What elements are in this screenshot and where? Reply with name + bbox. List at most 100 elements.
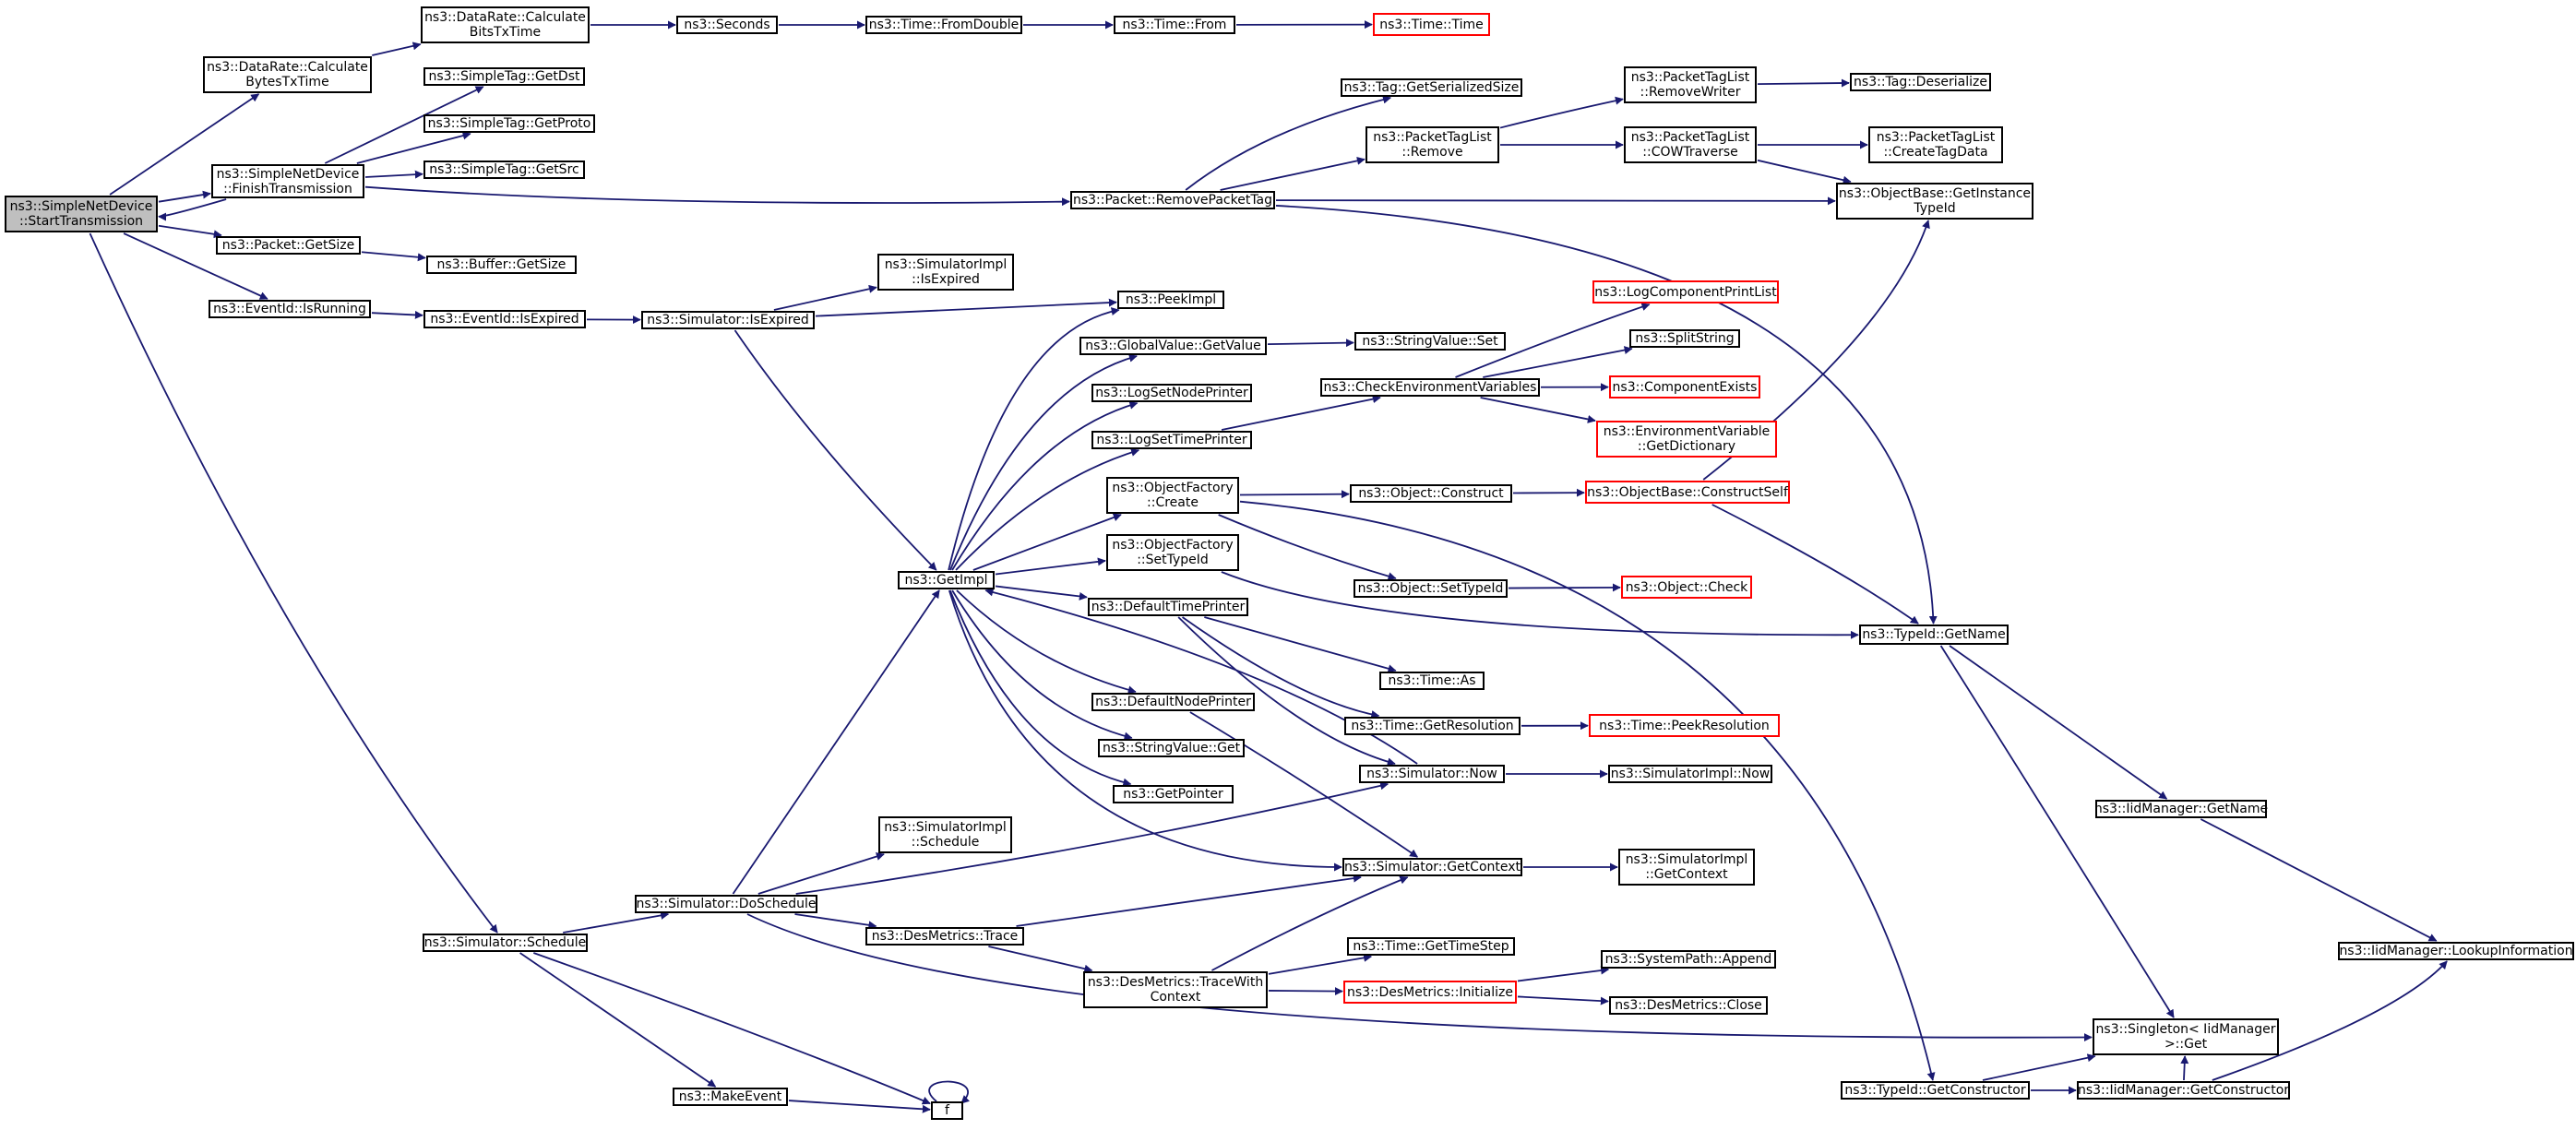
node-ptlremovewriter[interactable]: ns3::PacketTagList::RemoveWriter (1624, 66, 1757, 103)
node-desinit[interactable]: ns3::DesMetrics::Initialize (1343, 981, 1517, 1004)
edge-defnodeprinter-to-simgetcontext (1189, 711, 1419, 858)
node-implisexpired[interactable]: ns3::SimulatorImpl::IsExpired (877, 254, 1014, 291)
node-objconstruct[interactable]: ns3::Object::Construct (1350, 484, 1512, 503)
edge-doschedule-to-implschedule (757, 852, 885, 895)
node-isexpired[interactable]: ns3::EventId::IsExpired (423, 310, 586, 328)
edge-start-to-isrunning (123, 232, 268, 300)
node-ptlcreate[interactable]: ns3::PacketTagList::CreateTagData (1868, 126, 2003, 163)
node-label: BitsTxTime (469, 25, 542, 40)
node-label: ns3::Time::GetTimeStep (1353, 939, 1509, 954)
node-checkenv[interactable]: ns3::CheckEnvironmentVariables (1320, 378, 1540, 397)
node-bufgetsize[interactable]: ns3::Buffer::GetSize (426, 256, 577, 274)
node-implschedule[interactable]: ns3::SimulatorImpl::Schedule (878, 816, 1012, 853)
node-label: ns3::SystemPath::Append (1604, 952, 1772, 967)
node-iidlookup[interactable]: ns3::IidManager::LookupInformation (2338, 942, 2574, 960)
node-f[interactable]: f (931, 1101, 963, 1120)
node-ofsettypeid[interactable]: ns3::ObjectFactory::SetTypeId (1106, 534, 1239, 571)
node-defnodeprinter[interactable]: ns3::DefaultNodePrinter (1091, 693, 1255, 711)
node-label: ns3::Singleton< IidManager (2095, 1022, 2276, 1037)
node-logcomplist[interactable]: ns3::LogComponentPrintList (1592, 280, 1779, 303)
node-deftimeprinter[interactable]: ns3::DefaultTimePrinter (1088, 598, 1248, 616)
node-logsetnode[interactable]: ns3::LogSetNodePrinter (1091, 384, 1252, 402)
edge-simisexpired-to-getimpl (733, 329, 937, 571)
node-desclose[interactable]: ns3::DesMetrics::Close (1609, 996, 1768, 1015)
node-getproto[interactable]: ns3::SimpleTag::GetProto (423, 114, 595, 133)
node-label: ns3::Simulator::Schedule (423, 935, 587, 950)
node-simschedule[interactable]: ns3::Simulator::Schedule (423, 934, 588, 952)
node-implnow[interactable]: ns3::SimulatorImpl::Now (1608, 765, 1772, 783)
edge-getimpl-to-ofsettypeid (995, 557, 1106, 576)
node-destrace[interactable]: ns3::DesMetrics::Trace (865, 927, 1024, 946)
node-label: ns3::IidManager::LookupInformation (2339, 944, 2573, 958)
node-ptlremove[interactable]: ns3::PacketTagList::Remove (1366, 126, 1499, 163)
node-label: ns3::LogComponentPrintList (1594, 284, 1777, 300)
node-label: ns3::Tag::Deserialize (1854, 75, 1987, 89)
node-label: ns3::DefaultTimePrinter (1091, 600, 1246, 614)
node-compexists[interactable]: ns3::ComponentExists (1609, 375, 1760, 398)
node-label: ::GetDictionary (1637, 439, 1736, 454)
node-getpointer[interactable]: ns3::GetPointer (1113, 785, 1234, 803)
edge-destrace-to-simgetcontext (1016, 874, 1362, 927)
node-makeevent[interactable]: ns3::MakeEvent (673, 1088, 788, 1106)
node-ofcreate[interactable]: ns3::ObjectFactory::Create (1106, 477, 1239, 514)
node-strset[interactable]: ns3::StringValue::Set (1354, 332, 1506, 351)
node-timetime[interactable]: ns3::Time::Time (1373, 13, 1490, 36)
edge-deftimeprinter-to-timeas (1204, 616, 1397, 673)
node-typeidgetctor[interactable]: ns3::TypeId::GetConstructor (1841, 1081, 2030, 1100)
edge-checkenv-to-logcomplist (1455, 303, 1651, 378)
node-label: ::Remove (1401, 145, 1463, 160)
edge-getimpl-to-getpointer (948, 589, 1132, 787)
node-label: ns3::GetPointer (1123, 787, 1223, 802)
node-label: ns3::StringValue::Get (1102, 741, 1241, 755)
node-label: ns3::GlobalValue::GetValue (1085, 339, 1261, 353)
node-objsettypeid[interactable]: ns3::Object::SetTypeId (1354, 579, 1508, 598)
node-singletonget[interactable]: ns3::Singleton< IidManager>::Get (2093, 1018, 2279, 1055)
node-iidgetname[interactable]: ns3::IidManager::GetName (2094, 800, 2268, 818)
node-taggetser[interactable]: ns3::Tag::GetSerializedSize (1341, 78, 1522, 97)
node-start[interactable]: ns3::SimpleNetDevice::StartTransmission (5, 196, 158, 232)
node-label: ns3::Time::From (1122, 18, 1227, 32)
node-finish[interactable]: ns3::SimpleNetDevice::FinishTransmission (211, 164, 364, 198)
node-simgetcontext[interactable]: ns3::Simulator::GetContext (1342, 858, 1522, 876)
node-getdst[interactable]: ns3::SimpleTag::GetDst (423, 67, 585, 86)
node-tagdeser[interactable]: ns3::Tag::Deserialize (1850, 73, 1991, 91)
node-sysappend[interactable]: ns3::SystemPath::Append (1601, 950, 1776, 969)
node-doschedule[interactable]: ns3::Simulator::DoSchedule (635, 895, 817, 913)
node-label: ns3::PacketTagList (1630, 130, 1750, 145)
node-envdict[interactable]: ns3::EnvironmentVariable::GetDictionary (1596, 421, 1777, 458)
node-getimpl[interactable]: ns3::GetImpl (898, 571, 995, 589)
node-peekimpl[interactable]: ns3::PeekImpl (1117, 291, 1224, 309)
node-label: ns3::Tag::GetSerializedSize (1343, 80, 1520, 95)
node-label: ::GetContext (1645, 867, 1728, 882)
node-splitstring[interactable]: ns3::SplitString (1629, 329, 1740, 348)
node-pktgetsize[interactable]: ns3::Packet::GetSize (216, 236, 361, 255)
node-iidgetctor[interactable]: ns3::IidManager::GetConstructor (2077, 1081, 2290, 1100)
node-implgetcontext[interactable]: ns3::SimulatorImpl::GetContext (1618, 849, 1755, 886)
node-timefrom[interactable]: ns3::Time::From (1114, 16, 1235, 34)
node-gvgetvalue[interactable]: ns3::GlobalValue::GetValue (1079, 337, 1267, 355)
node-removepkttag[interactable]: ns3::Packet::RemovePacketTag (1070, 191, 1275, 209)
node-strget[interactable]: ns3::StringValue::Get (1098, 739, 1245, 757)
node-constructself[interactable]: ns3::ObjectBase::ConstructSelf (1585, 481, 1790, 504)
node-objcheck[interactable]: ns3::Object::Check (1621, 576, 1752, 599)
node-typeidgetname[interactable]: ns3::TypeId::GetName (1859, 624, 2009, 645)
node-ptlcow[interactable]: ns3::PacketTagList::COWTraverse (1624, 126, 1757, 163)
node-getresolution[interactable]: ns3::Time::GetResolution (1344, 717, 1521, 735)
node-gettimestep[interactable]: ns3::Time::GetTimeStep (1347, 937, 1515, 956)
node-simnow[interactable]: ns3::Simulator::Now (1359, 765, 1505, 783)
edge-getimpl-to-deftimeprinter (995, 585, 1088, 601)
node-isrunning[interactable]: ns3::EventId::IsRunning (209, 300, 371, 318)
node-peekresolution[interactable]: ns3::Time::PeekResolution (1589, 714, 1780, 737)
node-logsettime[interactable]: ns3::LogSetTimePrinter (1091, 431, 1252, 449)
node-seconds[interactable]: ns3::Seconds (676, 16, 778, 34)
node-simisexpired[interactable]: ns3::Simulator::IsExpired (641, 311, 815, 329)
node-fromdouble[interactable]: ns3::Time::FromDouble (865, 16, 1022, 34)
edge-calcbytes-to-calcbits (372, 42, 422, 56)
node-timeas[interactable]: ns3::Time::As (1379, 672, 1485, 690)
node-getsrc[interactable]: ns3::SimpleTag::GetSrc (423, 161, 585, 179)
edge-doschedule-to-getimpl (732, 589, 940, 895)
